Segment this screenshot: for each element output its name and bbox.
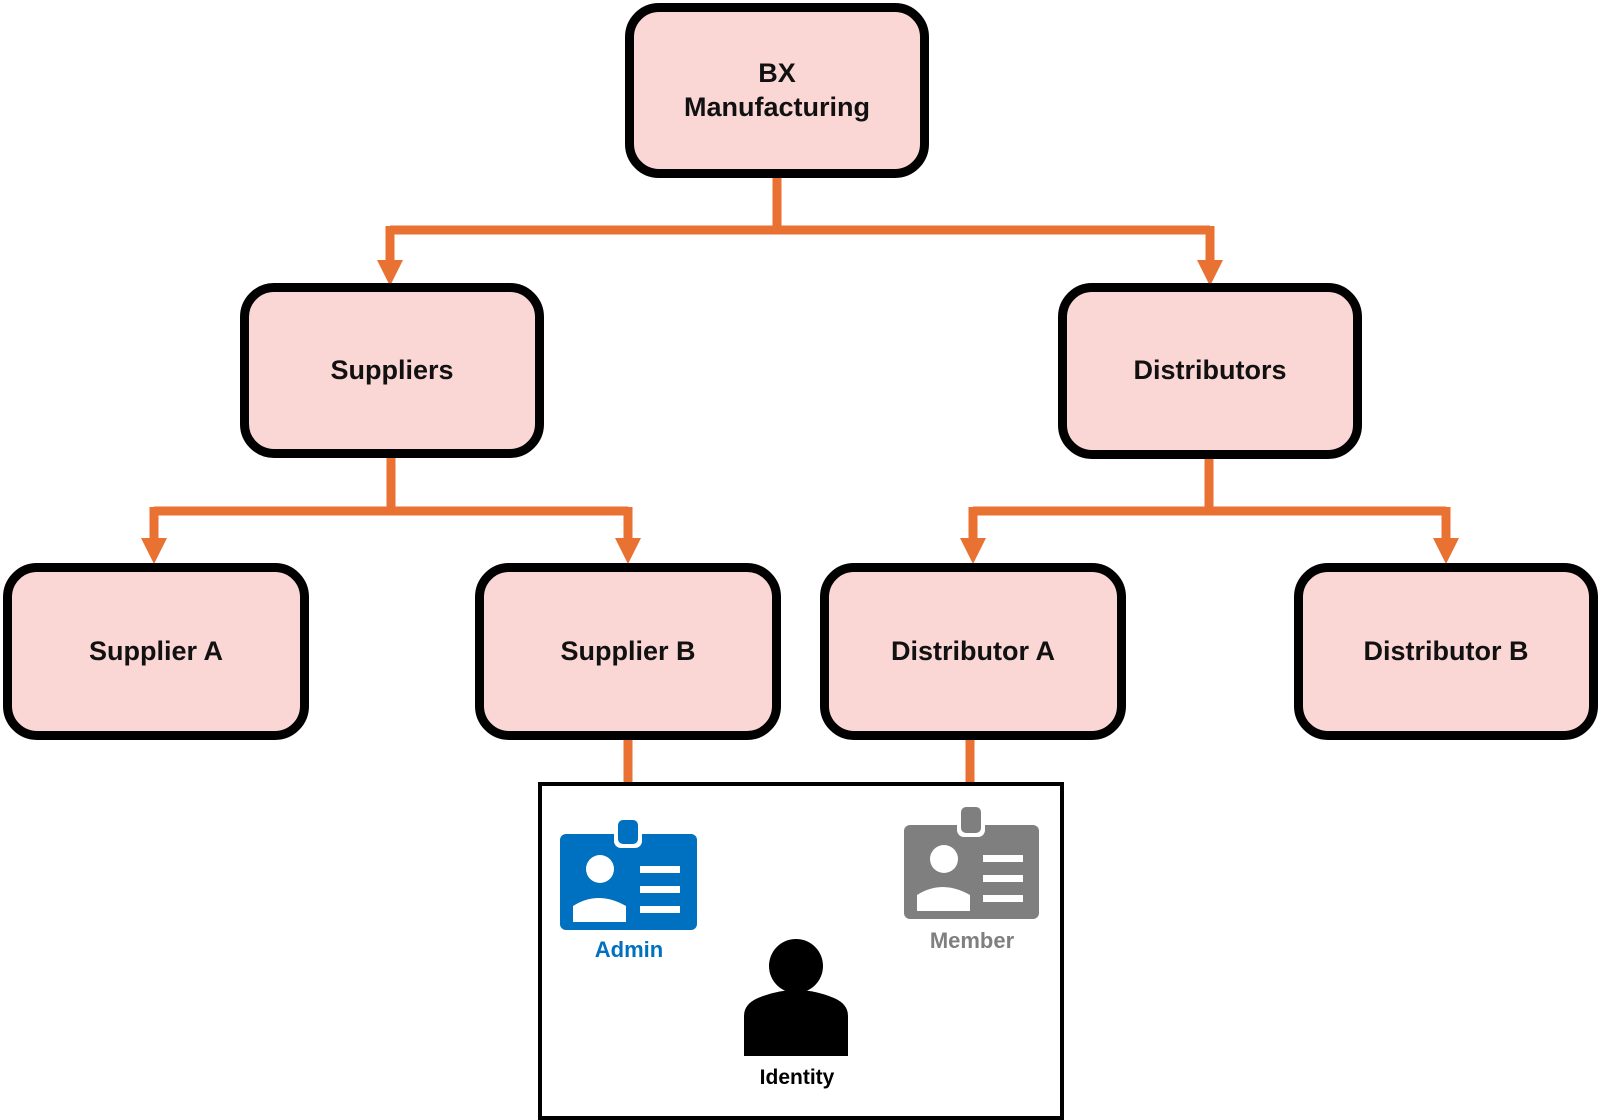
node-distributor-b: Distributor B <box>1294 563 1598 740</box>
node-supplier-a-label: Supplier A <box>88 635 223 666</box>
node-distributors-label: Distributors <box>1133 355 1287 386</box>
node-distributor-a-label: Distributor A <box>891 635 1055 666</box>
node-distributors: Distributors <box>1058 283 1362 459</box>
arrowhead-distributors <box>1197 260 1223 286</box>
node-suppliers-label: Suppliers <box>330 354 454 385</box>
node-bx-manufacturing-line1: BX <box>758 57 796 88</box>
admin-badge-icon <box>560 820 697 930</box>
identity-person-icon <box>744 939 848 1056</box>
admin-label: Admin <box>594 937 664 962</box>
node-distributor-a: Distributor A <box>820 563 1126 740</box>
member-badge-icon <box>904 807 1039 919</box>
arrowhead-supplier-a <box>141 538 167 564</box>
arrowhead-supplier-b <box>615 538 641 564</box>
node-suppliers: Suppliers <box>240 283 544 458</box>
arrowhead-distributor-b <box>1433 538 1459 564</box>
arrowhead-suppliers <box>377 260 403 286</box>
node-supplier-b-label: Supplier B <box>560 635 696 666</box>
node-supplier-a: Supplier A <box>3 563 309 740</box>
arrowhead-distributor-a <box>960 538 986 564</box>
node-bx-manufacturing-line2: Manufacturing <box>684 91 870 122</box>
member-label: Member <box>929 928 1015 953</box>
identity-label: Identity <box>759 1066 835 1089</box>
node-bx-manufacturing: BX Manufacturing <box>625 3 929 178</box>
node-supplier-b: Supplier B <box>475 563 781 740</box>
node-distributor-b-label: Distributor B <box>1363 635 1529 666</box>
